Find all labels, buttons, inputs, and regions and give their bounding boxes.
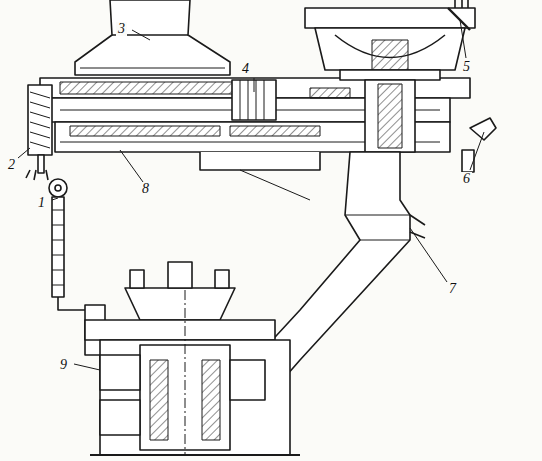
callout-number: 9 [58,358,69,372]
callout-number: 2 [6,158,17,172]
callout-number: 1 [36,196,47,210]
callout-number: 8 [140,182,151,196]
callout-number: 4 [240,62,251,76]
callout-number: 3 [116,22,127,36]
callout-number: 7 [447,282,458,296]
callout-number: 5 [461,60,472,74]
callout-number: 6 [461,172,472,186]
